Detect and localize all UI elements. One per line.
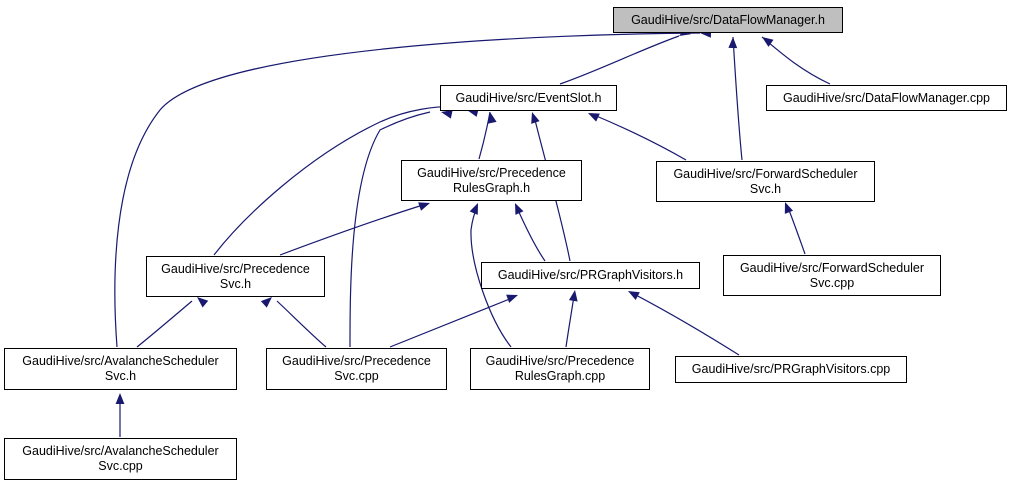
graph-edge-arrowhead-forwardschedulersvc-h-to-eventslot-h xyxy=(588,113,600,122)
graph-edge-eventslot-h-to-dataflowmanager-h xyxy=(559,35,680,85)
graph-node-dataflowmanager-cpp[interactable]: GaudiHive/src/DataFlowManager.cpp xyxy=(766,85,1007,111)
graph-node-eventslot-h[interactable]: GaudiHive/src/EventSlot.h xyxy=(440,85,617,111)
graph-node-prgraphvisitors-cpp[interactable]: GaudiHive/src/PRGraphVisitors.cpp xyxy=(675,356,907,383)
graph-edge-precedencesvc-cpp-to-eventslot-h xyxy=(349,111,431,348)
graph-node-precedencesvc-cpp[interactable]: GaudiHive/src/Precedence Svc.cpp xyxy=(266,348,447,390)
graph-edge-arrowhead-precedencerulesgraph-cpp-to-precedencerulesgraph-h xyxy=(469,203,478,215)
graph-edge-precedencesvc-h-to-precedencerulesgraph-h xyxy=(279,204,424,256)
graph-edge-arrowhead-forwardschedulersvc-h-to-dataflowmanager-h xyxy=(728,37,738,49)
graph-node-precedencesvc-h[interactable]: GaudiHive/src/Precedence Svc.h xyxy=(146,256,325,297)
graph-edge-forwardschedulersvc-h-to-eventslot-h xyxy=(593,114,687,161)
graph-edge-arrowhead-precedencesvc-cpp-to-eventslot-h xyxy=(441,109,453,119)
graph-node-avalancheschedulersvc-h[interactable]: GaudiHive/src/AvalancheScheduler Svc.h xyxy=(4,348,237,390)
graph-edge-arrowhead-precedencerulesgraph-cpp-to-prgraphvisitors-h xyxy=(568,290,578,302)
graph-edge-precedencerulesgraph-h-to-eventslot-h xyxy=(478,111,491,160)
graph-edge-precedencesvc-cpp-to-prgraphvisitors-h xyxy=(389,297,513,348)
graph-edge-precedencerulesgraph-cpp-to-prgraphvisitors-h xyxy=(565,295,575,348)
graph-edge-arrowhead-precedencesvc-cpp-to-precedencesvc-h xyxy=(260,297,272,308)
graph-edge-arrowhead-prgraphvisitors-cpp-to-prgraphvisitors-h xyxy=(628,291,640,301)
graph-edge-arrowhead-avalancheschedulersvc-h-to-precedencesvc-h xyxy=(197,297,209,308)
graph-edge-dataflowmanager-cpp-to-dataflowmanager-h xyxy=(761,36,831,85)
graph-edge-prgraphvisitors-h-to-precedencerulesgraph-h xyxy=(517,209,546,262)
graph-edge-precedencesvc-cpp-to-precedencesvc-h xyxy=(276,300,327,348)
graph-node-forwardschedulersvc-cpp[interactable]: GaudiHive/src/ForwardScheduler Svc.cpp xyxy=(723,255,941,296)
graph-edge-avalancheschedulersvc-h-to-precedencesvc-h xyxy=(136,300,193,348)
graph-edge-arrowhead-precedencesvc-h-to-precedencerulesgraph-h xyxy=(418,202,430,211)
graph-edge-prgraphvisitors-cpp-to-prgraphvisitors-h xyxy=(633,293,740,356)
graph-edge-arrowhead-forwardschedulersvc-cpp-to-forwardschedulersvc-h xyxy=(784,202,794,214)
graph-node-forwardschedulersvc-h[interactable]: GaudiHive/src/ForwardScheduler Svc.h xyxy=(656,161,875,202)
graph-node-precedencerulesgraph-cpp[interactable]: GaudiHive/src/Precedence RulesGraph.cpp xyxy=(470,348,650,390)
graph-node-dataflowmanager-h[interactable]: GaudiHive/src/DataFlowManager.h xyxy=(613,7,843,33)
graph-edge-arrowhead-precedencesvc-cpp-to-prgraphvisitors-h xyxy=(506,294,518,303)
graph-edge-arrowhead-prgraphvisitors-h-to-precedencerulesgraph-h xyxy=(515,203,524,215)
graph-node-precedencerulesgraph-h[interactable]: GaudiHive/src/Precedence RulesGraph.h xyxy=(401,160,582,201)
graph-edge-forwardschedulersvc-cpp-to-forwardschedulersvc-h xyxy=(786,204,806,255)
graph-edge-forwardschedulersvc-h-to-dataflowmanager-h xyxy=(732,36,743,161)
graph-edge-arrowhead-dataflowmanager-cpp-to-dataflowmanager-h xyxy=(762,37,774,47)
graph-edge-arrowhead-avalancheschedulersvc-cpp-to-avalancheschedulersvc-h xyxy=(115,393,125,404)
graph-node-prgraphvisitors-h[interactable]: GaudiHive/src/PRGraphVisitors.h xyxy=(481,262,700,289)
graph-node-avalancheschedulersvc-cpp[interactable]: GaudiHive/src/AvalancheScheduler Svc.cpp xyxy=(4,438,237,480)
graph-edge-arrowhead-precedencerulesgraph-h-to-eventslot-h xyxy=(487,112,497,124)
graph-edge-arrowhead-prgraphvisitors-h-to-eventslot-h xyxy=(531,112,540,124)
